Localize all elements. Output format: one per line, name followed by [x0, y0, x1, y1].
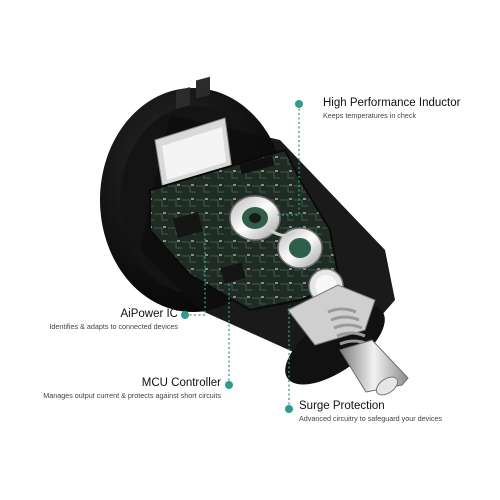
label-surge-title: Surge Protection	[299, 400, 385, 412]
inductor-coils	[229, 195, 323, 269]
label-aipower-title: AiPower IC	[120, 308, 178, 320]
label-aipower: AiPower IC Identifies & adapts to connec…	[49, 307, 178, 332]
spring	[327, 307, 369, 346]
callout-aipower-line	[185, 233, 206, 316]
label-mcu: MCU Controller Manages output current & …	[43, 376, 221, 401]
callout-inductor-line	[275, 104, 300, 216]
label-mcu-title: MCU Controller	[141, 377, 221, 389]
metal-tip	[339, 339, 409, 393]
callout-surge-dot	[285, 405, 293, 413]
aipower-ic-chip	[172, 211, 204, 239]
callout-dots	[181, 100, 303, 413]
mcu-controller-chip	[220, 262, 246, 284]
label-surge-desc: Advanced circuitry to safeguard your dev…	[299, 414, 443, 423]
callout-mcu-dot	[225, 381, 233, 389]
label-inductor-desc: Keeps temperatures in check	[323, 111, 417, 120]
label-inductor: High Performance Inductor Keeps temperat…	[323, 96, 460, 121]
label-inductor-title: High Performance Inductor	[323, 97, 461, 109]
metal-tip-assembly	[287, 284, 409, 396]
callout-inductor-dot	[295, 100, 303, 108]
label-aipower-desc: Identifies & adapts to connected devices	[49, 322, 178, 331]
label-surge: Surge Protection Advanced circuitry to s…	[299, 399, 442, 424]
usb-port	[154, 76, 233, 191]
label-mcu-desc: Manages output current & protects agains…	[43, 391, 221, 400]
callout-aipower-dot	[181, 311, 189, 319]
callout-lines	[185, 104, 300, 409]
